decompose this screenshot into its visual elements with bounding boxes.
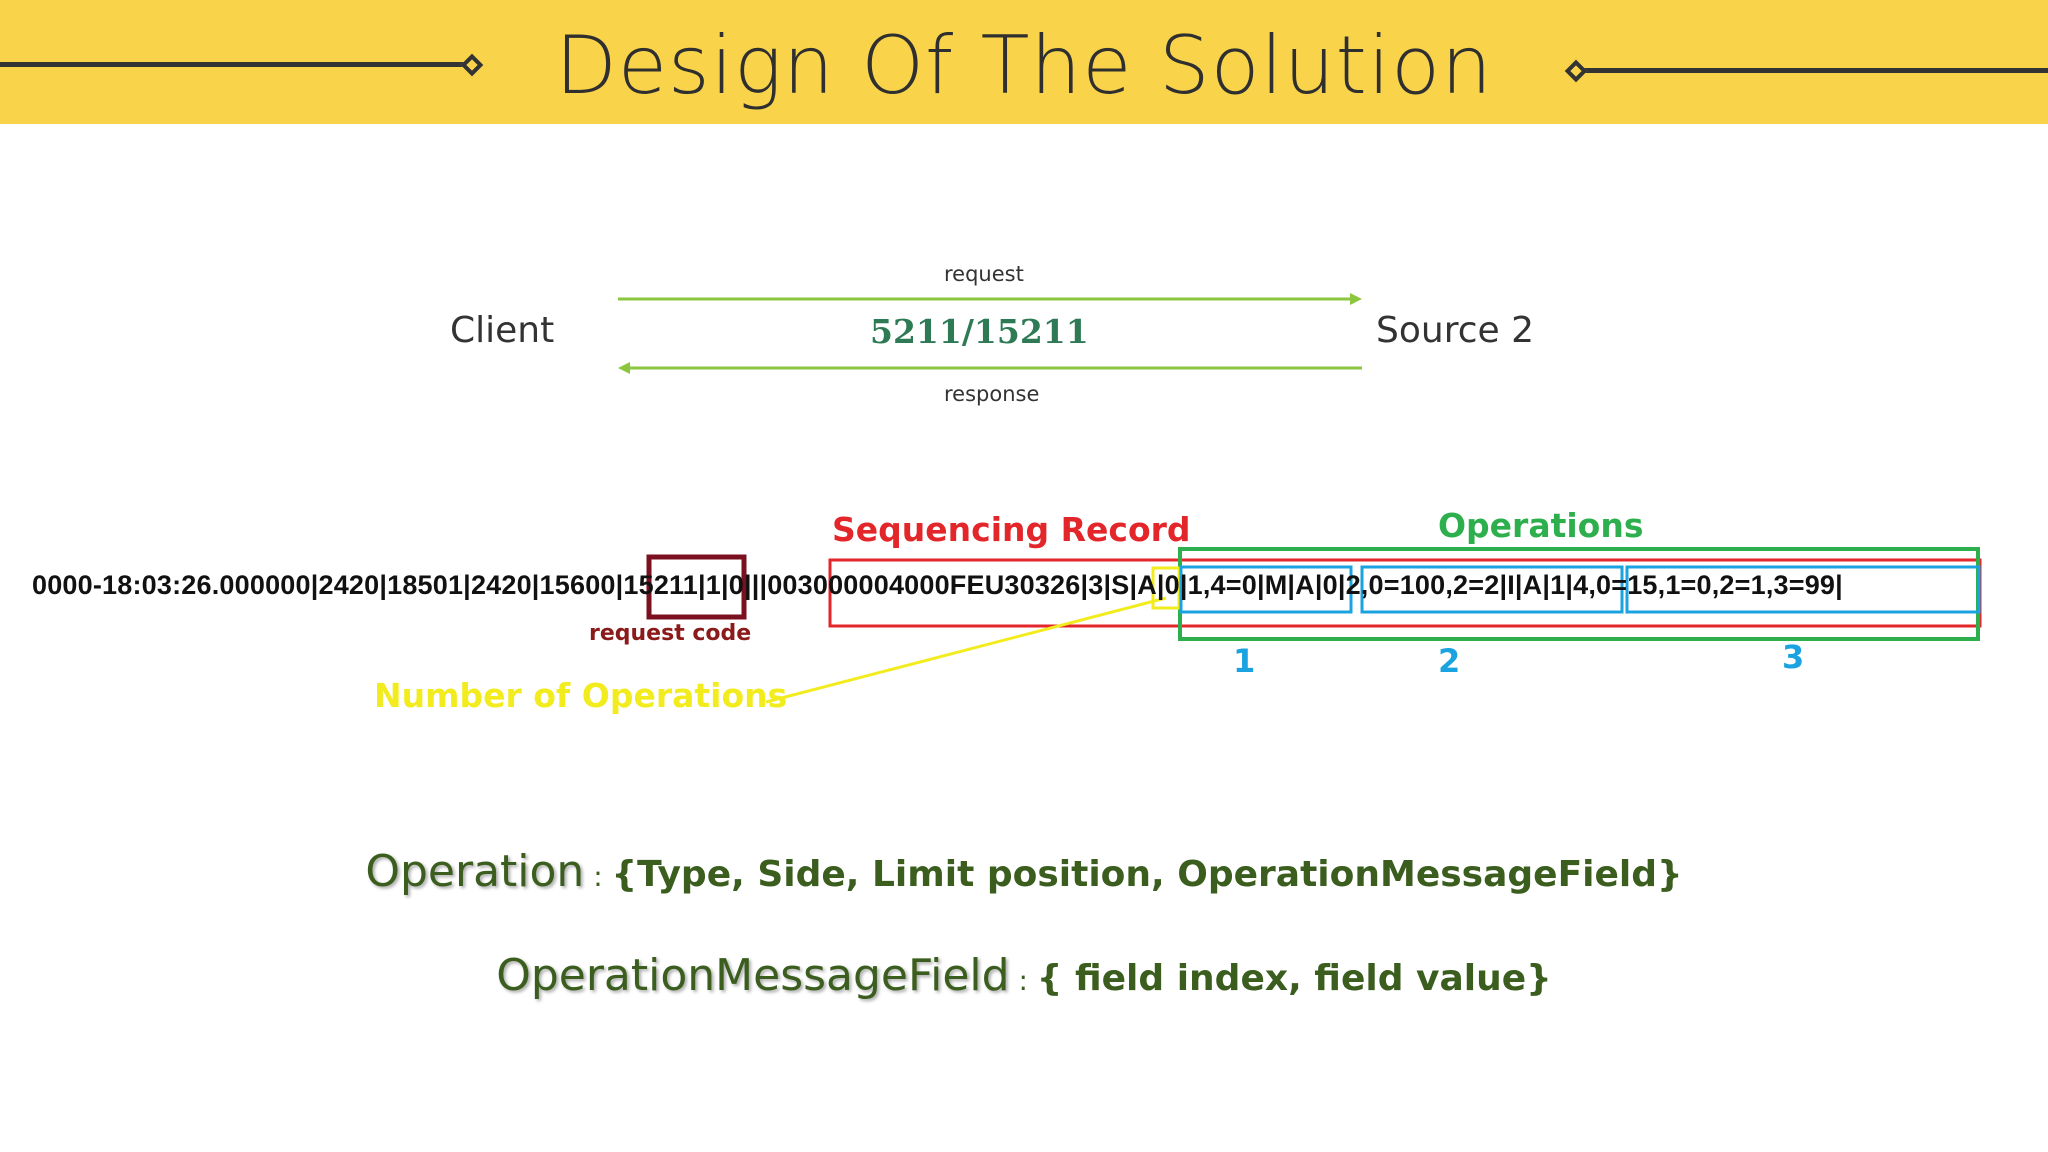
- field-definition: OperationMessageField : { field index, f…: [0, 950, 2048, 1001]
- operation-value: {Type, Side, Limit position, OperationMe…: [611, 854, 1683, 895]
- number-of-operations-pointer: [765, 596, 1167, 704]
- message-middle: |1|0|||: [698, 570, 768, 600]
- operation-3-box: [1625, 565, 1981, 614]
- message-num-ops: 3: [1088, 570, 1104, 600]
- field-value: { field index, field value}: [1036, 958, 1552, 999]
- banner-rule-left: [0, 62, 468, 67]
- source-label: Source 2: [1376, 310, 1534, 351]
- request-code-box: [646, 554, 747, 620]
- message-code-label: 5211/15211: [870, 312, 1089, 351]
- operation-2-box: [1360, 565, 1624, 614]
- message-prefix: 0000-18:03:26.000000|2420|18501|2420|156…: [32, 570, 624, 600]
- number-of-operations-label: Number of Operations: [374, 676, 788, 715]
- response-arrowhead: [618, 362, 630, 374]
- message-op-1: S|A|0|1,4=0: [1111, 570, 1257, 600]
- field-separator: :: [1009, 964, 1037, 997]
- message-sequencing-record: 003000004000FEU30326|: [767, 570, 1089, 600]
- message-sep-3: |: [1499, 570, 1508, 600]
- message-sep-1: |: [1103, 570, 1112, 600]
- message-op-3: I|A|1|4,0=15,1=0,2=1,3=99: [1507, 570, 1836, 600]
- request-arrowhead: [1350, 293, 1362, 305]
- operation-1-box: [1179, 565, 1353, 614]
- operations-label: Operations: [1438, 506, 1644, 545]
- operation-number-3: 3: [1782, 638, 1805, 676]
- page-title: Design Of The Solution: [555, 19, 1493, 112]
- message-sep-2: |: [1256, 570, 1265, 600]
- title-banner: Design Of The Solution: [0, 0, 2048, 124]
- sequencing-record-label: Sequencing Record: [832, 510, 1191, 549]
- operation-number-2: 2: [1438, 642, 1461, 680]
- operation-number-1: 1: [1233, 642, 1256, 680]
- operation-term: Operation: [365, 846, 585, 897]
- operation-separator: :: [584, 860, 612, 893]
- request-code-label: request code: [589, 621, 752, 646]
- number-of-operations-box: [1151, 566, 1181, 610]
- banner-rule-right: [1580, 68, 2048, 73]
- message-string: 0000-18:03:26.000000|2420|18501|2420|156…: [32, 570, 1843, 601]
- response-label: response: [944, 382, 1040, 406]
- field-term: OperationMessageField: [496, 950, 1010, 1001]
- operation-definition: Operation : {Type, Side, Limit position,…: [0, 846, 2048, 897]
- message-sep-4: |: [1835, 570, 1843, 600]
- client-label: Client: [450, 310, 555, 351]
- message-request-code: 15211: [623, 570, 698, 600]
- request-label: request: [944, 262, 1024, 286]
- message-op-2: M|A|0|2,0=100,2=2: [1264, 570, 1500, 600]
